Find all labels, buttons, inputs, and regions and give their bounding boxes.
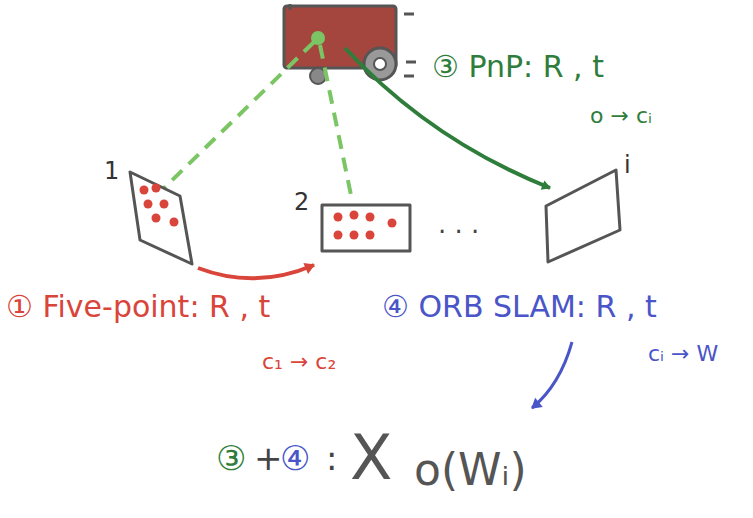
annotation-label: ③: [216, 440, 246, 477]
feature-point: [152, 214, 161, 223]
annotation-label: +: [254, 440, 283, 477]
image-outline: [544, 168, 624, 264]
feature-point: [366, 231, 375, 240]
annotation-label: ③ PnP: R , t: [432, 50, 604, 83]
image-outline: [320, 203, 412, 253]
annotation-label: ④ ORB SLAM: R , t: [382, 290, 657, 323]
feature-point: [170, 218, 179, 227]
feature-point: [388, 219, 397, 228]
image-border: [130, 172, 192, 264]
image-frame: i: [544, 168, 624, 264]
feature-point: [350, 231, 359, 240]
image-number: 1: [104, 158, 119, 184]
annotation-label: cᵢ → W: [648, 342, 718, 366]
image-frame: 2: [320, 203, 412, 253]
feature-point: [152, 184, 161, 193]
feature-point: [366, 213, 375, 222]
image-border: [322, 205, 410, 251]
feature-point: [334, 213, 343, 222]
robot: [284, 4, 416, 84]
image-number: i: [624, 152, 631, 178]
projection-ray: [320, 45, 352, 200]
projection-ray: [162, 42, 314, 190]
feature-point: [140, 186, 149, 195]
image-number: 2: [294, 189, 309, 215]
feature-point: [334, 231, 343, 240]
annotation-label: · · ·: [438, 218, 479, 247]
annotation-label: ① Five-point: R , t: [6, 290, 270, 323]
annotation-label: ④: [280, 440, 310, 477]
annotation-label: c₁ → c₂: [262, 350, 336, 374]
feature-point: [144, 200, 153, 209]
motion-arrow: [198, 265, 314, 278]
feature-point: [160, 200, 169, 209]
annotation-label: X: [350, 424, 392, 492]
annotation-label: o → cᵢ: [590, 104, 652, 128]
annotation-label: :: [326, 440, 337, 477]
image-outline: [128, 168, 194, 268]
image-border: [546, 170, 620, 262]
feature-point: [350, 211, 359, 220]
annotation-label: o(Wᵢ): [414, 446, 527, 494]
slam-arrow: [532, 342, 572, 408]
image-frame: 1: [128, 168, 194, 268]
